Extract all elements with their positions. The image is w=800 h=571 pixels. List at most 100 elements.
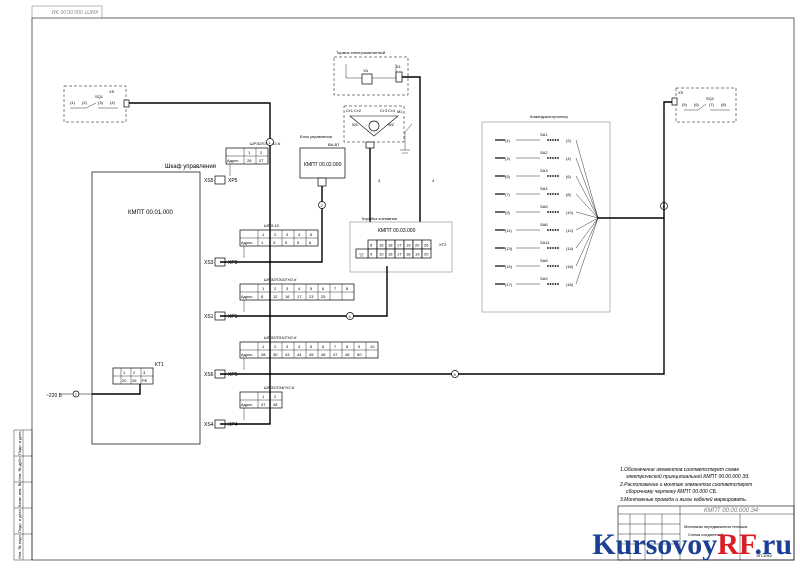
svg-text:26: 26: [247, 158, 252, 163]
wire-marker: [318, 201, 326, 209]
svg-text:10: 10: [379, 252, 384, 257]
svg-text:4: 4: [298, 344, 301, 349]
svg-text:(18): (18): [566, 282, 574, 287]
svg-text:Адрес: Адрес: [241, 352, 252, 357]
svg-text:6: 6: [322, 344, 325, 349]
notes: 1.Обозначение элементов соответствует сх…: [619, 467, 752, 503]
svg-text:44: 44: [297, 352, 302, 357]
wire-marker: [346, 312, 354, 320]
svg-text:8: 8: [346, 344, 349, 349]
svg-text:50: 50: [357, 352, 362, 357]
svg-text:2: 2: [274, 394, 277, 399]
svg-text:3: 3: [273, 240, 276, 245]
svg-text:4: 4: [298, 286, 301, 291]
svg-text:ШРЭ2ПЭ10ГН2-К: ШРЭ2ПЭ10ГН2-К: [264, 335, 297, 340]
svg-text:SA4: SA4: [540, 186, 548, 191]
svg-text:SA6: SA6: [540, 222, 548, 227]
watermark-logo: KursovoyRF.ru: [592, 528, 792, 561]
svg-text:43: 43: [285, 352, 290, 357]
svg-text:(5): (5): [682, 102, 688, 107]
svg-text:SQ2: SQ2: [706, 96, 715, 101]
svg-text:(17): (17): [505, 282, 513, 287]
svg-text:45: 45: [309, 352, 314, 357]
svg-text:3: 3: [286, 286, 289, 291]
commander-contact: SA5(9)(10): [495, 204, 599, 219]
svg-text:XS: XS: [109, 89, 115, 94]
svg-text:17: 17: [297, 294, 302, 299]
svg-text:(1): (1): [505, 138, 511, 143]
svg-text:17: 17: [397, 243, 402, 248]
svg-text:XS1: XS1: [204, 314, 214, 320]
wire-marker: [72, 390, 80, 398]
top-stamp-text: КМПТ 000.00.00 ЭМ: [51, 8, 98, 14]
svg-text:2: 2: [274, 286, 277, 291]
svg-text:8: 8: [370, 243, 373, 248]
svg-text:8: 8: [261, 294, 264, 299]
title-block: КМПТ 00.00.000 Э4 Механизм передвижения …: [617, 505, 795, 561]
svg-text:3: 3: [143, 370, 146, 375]
svg-text:1: 1: [261, 240, 264, 245]
svg-text:(4): (4): [110, 100, 116, 105]
side-label: Подп. и дата: [17, 509, 22, 533]
svg-text:2: 2: [321, 203, 324, 208]
svg-text:46: 46: [321, 352, 326, 357]
svg-text:20: 20: [424, 252, 429, 257]
svg-text:26: 26: [424, 243, 429, 248]
commander-contact: SA6(11)(12): [495, 217, 599, 233]
svg-text:XS5: XS5: [204, 178, 214, 184]
svg-text:SA8: SA8: [540, 258, 548, 263]
motor-block-tag: ВА-В7: [328, 142, 340, 147]
top-stamp: [31, 5, 103, 19]
svg-text:1: 1: [262, 344, 265, 349]
svg-text:(10): (10): [566, 210, 574, 215]
svg-text:(7): (7): [709, 102, 715, 107]
svg-text:(3): (3): [98, 100, 104, 105]
svg-text:(6): (6): [566, 174, 572, 179]
limit-switch-left: SQ1 (1) (2) (3) (4) XS: [63, 85, 130, 123]
svg-text:YA: YA: [363, 68, 368, 73]
svg-text:(8): (8): [566, 192, 572, 197]
svg-text:5: 5: [297, 240, 300, 245]
svg-text:(3): (3): [505, 156, 511, 161]
svg-text:(4): (4): [566, 156, 572, 161]
svg-text:26: 26: [132, 378, 137, 383]
commander-contact: SA4 (7) (8): [495, 186, 599, 219]
wire-marker: [451, 370, 459, 378]
svg-text:17: 17: [397, 252, 402, 257]
svg-text:W1: W1: [352, 122, 359, 127]
kt1-terminal: 1 2 3 20 26 РЕ: [112, 367, 154, 385]
svg-text:XP4: XP4: [228, 422, 238, 428]
svg-text:3: 3: [286, 344, 289, 349]
ground-terminal: [355, 248, 369, 259]
commander-contact: SA3(5)(6): [495, 168, 599, 219]
svg-text:XP3: XP3: [228, 260, 238, 266]
svg-text:5: 5: [454, 372, 457, 377]
motor-block-code: КМПТ 00.02.000: [304, 162, 342, 168]
svg-text:(8): (8): [721, 102, 727, 107]
svg-text:(6): (6): [694, 102, 700, 107]
svg-text:9: 9: [370, 252, 373, 257]
svg-text:SA5: SA5: [540, 204, 548, 209]
svg-text:(2): (2): [566, 138, 572, 143]
svg-text:сборочному чертежу КМПТ 00.000: сборочному чертежу КМПТ 00.000 СБ.: [626, 489, 717, 495]
svg-text:РЕ: РЕ: [142, 378, 148, 383]
side-label: Инв. № дубл.: [17, 456, 22, 481]
svg-text:Адрес: Адрес: [227, 158, 238, 163]
svg-text:19: 19: [406, 243, 411, 248]
wire-marker: [266, 138, 274, 146]
svg-text:(5): (5): [505, 174, 511, 179]
svg-text:2: 2: [274, 344, 277, 349]
svg-text:4: 4: [298, 232, 301, 237]
svg-text:3: 3: [286, 232, 289, 237]
svg-text:7: 7: [75, 392, 78, 397]
svg-text:ШРЭ2ПЭ4ГН2-К: ШРЭ2ПЭ4ГН2-К: [264, 385, 295, 390]
svg-text:1: 1: [248, 150, 251, 155]
svg-text:(7): (7): [505, 192, 511, 197]
svg-text:4: 4: [432, 178, 435, 183]
